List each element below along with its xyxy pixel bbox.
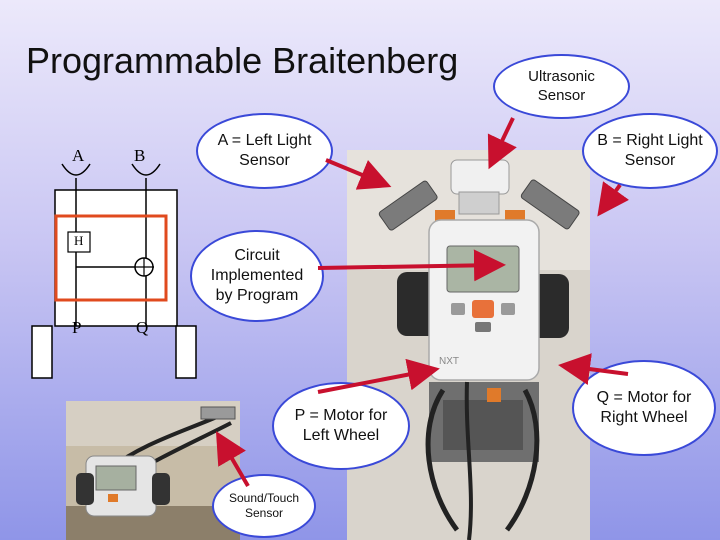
label-a: A [72,146,85,165]
h-box [67,231,91,253]
robot-ultrasonic [450,159,510,195]
callout-circuit: Circuit Implemented by Program [190,230,324,322]
right-wheel [175,325,197,379]
callout-left-motor: P = Motor for Left Wheel [272,382,410,470]
callout-left-light-sensor: A = Left Light Sensor [196,113,333,189]
circuit-box [54,214,168,302]
robot-left-light-sensor [378,180,438,231]
label-b: B [134,146,146,165]
callout-right-motor: Q = Motor for Right Wheel [572,360,716,456]
label-q: Q [136,318,149,337]
robot-lcd-screen [446,245,520,293]
vehicle-body [54,189,178,327]
slide-title: Programmable Braitenberg [26,40,459,81]
left-wheel [31,325,53,379]
callout-ultrasonic-sensor: Ultrasonic Sensor [493,54,630,119]
sensor-a-cup [61,163,91,176]
braitenberg-diagram: A B H P Q [28,140,198,380]
label-h: H [74,233,84,248]
callout-touch-sensor: Sound/Touch Sensor [212,474,316,538]
callout-right-light-sensor: B = Right Light Sensor [582,113,718,189]
robot-photo: NXT [347,150,590,540]
robot-side-photo [66,401,240,540]
label-p: P [72,318,82,337]
robot-right-light-sensor [520,179,580,230]
robot-brand: NXT [439,356,459,367]
arrow-right-light [597,181,630,217]
sensor-b-cup [131,163,161,176]
